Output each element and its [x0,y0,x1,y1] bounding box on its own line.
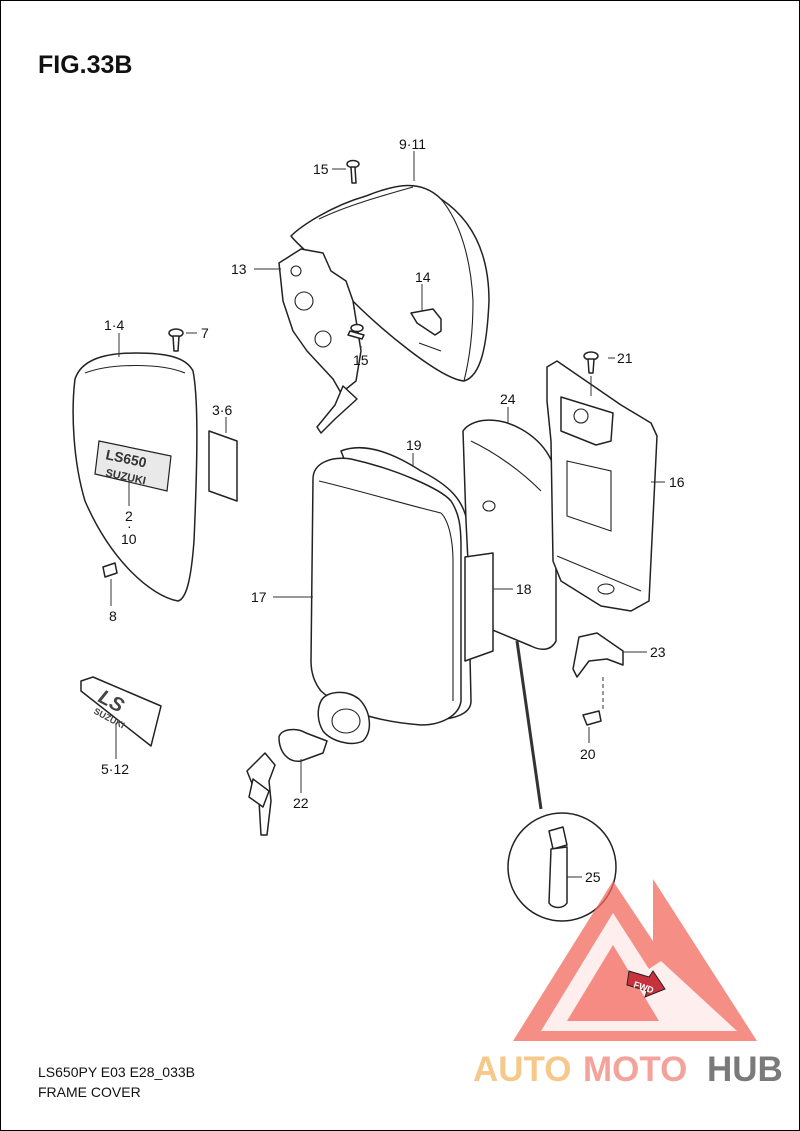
battery-holder-16 [546,360,658,612]
callout-19: 19 [406,437,422,453]
emblem-plate-5-12: LS SUZUKI [80,676,162,747]
tool-box-17 [310,457,462,726]
callout-17: 17 [251,589,267,605]
callout-21: 21 [617,350,633,366]
callout-10: 10 [121,531,137,547]
callout-18: 18 [516,581,532,597]
callout-13: 13 [231,261,247,277]
callout-5-12: 5·12 [101,761,129,777]
callout-16: 16 [669,474,685,490]
screw-21 [583,351,599,374]
watermark-hub: HUB [707,1050,783,1089]
callout-23: 23 [650,644,666,660]
clamp-23 [572,632,624,678]
watermark-moto: MOTO [583,1050,687,1089]
clip-14 [410,308,442,352]
callout-7: 7 [201,325,209,341]
screw-15-top [346,159,360,184]
watermark-auto: AUTO [473,1050,572,1089]
section-name: FRAME COVER [38,1084,141,1100]
callout-15-top: 15 [313,161,329,177]
callout-8: 8 [109,608,117,624]
cushion-3-6 [208,430,238,502]
screw-20 [582,710,602,726]
callout-14: 14 [415,269,431,285]
callout-dot: · [127,518,132,534]
callout-22: 22 [293,795,309,811]
bracket-13 [278,248,362,434]
screw-8 [102,562,118,578]
callout-24: 24 [500,391,516,407]
leader-lines [110,151,665,878]
callout-2: 2 [125,508,133,524]
detail-circle-25 [507,640,617,922]
key-lock-22 [246,691,371,836]
watermark-logo: FWD AUTO MOTO HUB [473,879,783,1089]
callout-labels: 9·11 15 13 14 15 1·4 7 3·6 2 · 10 8 5·12… [101,136,685,885]
cushion-18 [464,552,494,662]
figure-title: FIG.33B [38,51,133,79]
callout-25: 25 [585,869,601,885]
callout-9-11: 9·11 [399,136,426,152]
callout-15-mid: 15 [353,352,369,368]
diagram-code: LS650PY E03 E28_033B [38,1064,195,1080]
screw-15-mid [347,323,365,340]
screw-7 [168,328,184,352]
callout-3-6: 3·6 [212,402,232,418]
callout-20: 20 [580,746,596,762]
frame-cover-left: LS650 SUZUKI [72,352,198,602]
callout-1-4: 1·4 [104,317,124,333]
